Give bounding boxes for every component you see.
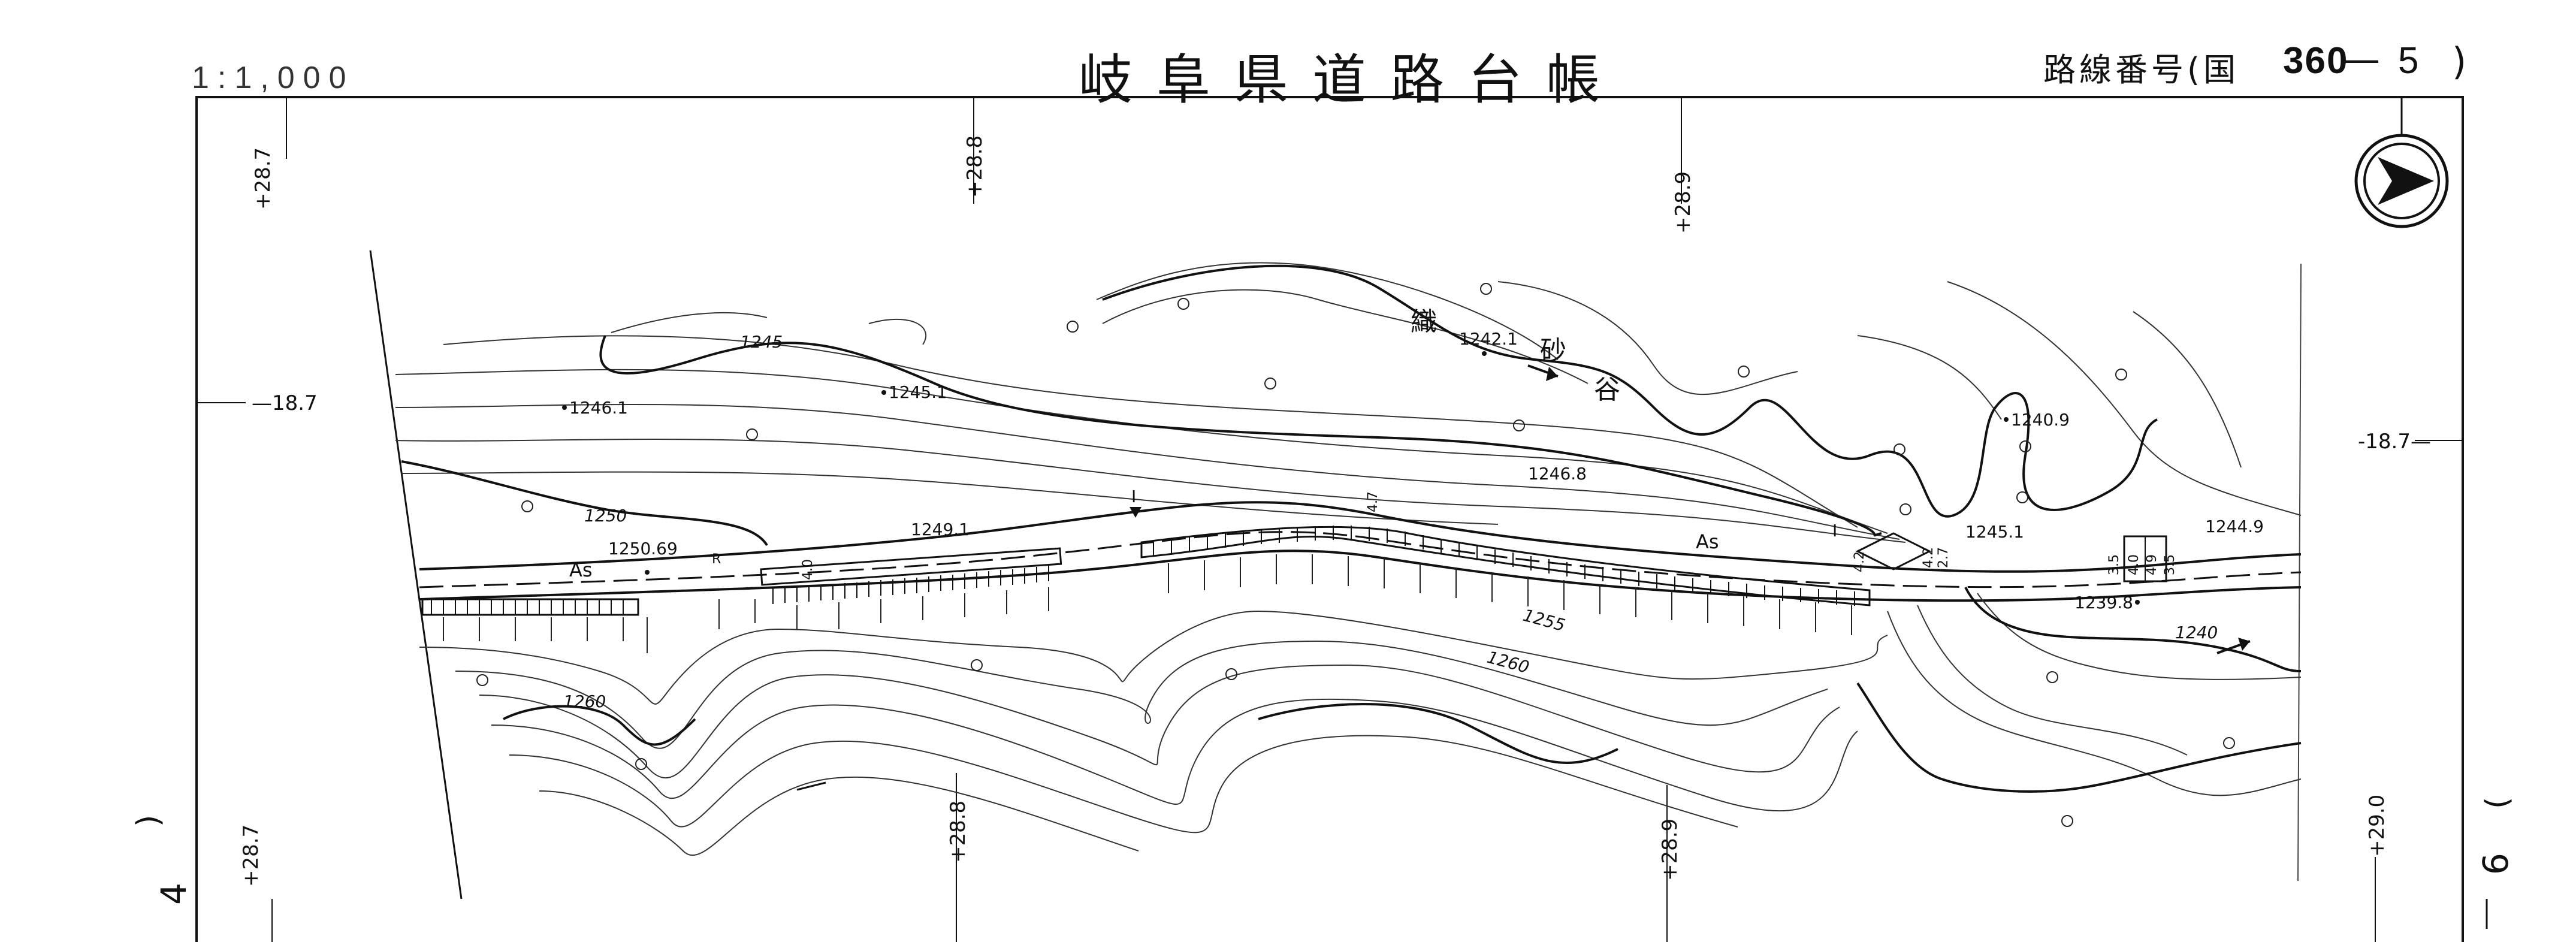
place-name-char-3: 谷 — [1594, 375, 1620, 405]
vegetation-symbols — [476, 283, 2235, 827]
pavement-mark: As — [569, 558, 593, 581]
place-name-char-2: 砂 — [1540, 336, 1566, 366]
place-name-char-1: 織 — [1411, 307, 1437, 337]
road-width: 4.2 — [1921, 547, 1936, 568]
route-sheet-number: 5 — [2398, 40, 2419, 81]
contour-label: 1250 — [584, 506, 627, 526]
map-scale: 1:1,000 — [192, 61, 355, 95]
grid-label-bottom-4: +29.0 — [2365, 795, 2389, 857]
retaining-walls — [421, 526, 1871, 616]
road-width: 3.5 — [2107, 554, 2122, 575]
contour-label: 1240 — [2175, 623, 2218, 642]
contours-upper — [395, 262, 2302, 543]
grid-label-bottom-2: +28.8 — [946, 801, 970, 863]
spot-elevation: 1245.1 — [1965, 522, 2024, 542]
road-width: 4.7 — [1366, 491, 1381, 512]
route-dash: — — [2343, 37, 2380, 81]
spot-elevation: 1242.1 — [1459, 329, 1518, 349]
spot-elevation: 1246.1 — [569, 398, 628, 418]
spot-elevation: 1240.9 — [2011, 410, 2070, 430]
north-arrow-icon — [2354, 97, 2449, 228]
spot-elevation: 1244.9 — [2205, 517, 2264, 536]
grid-label-left: —18.7 — [252, 391, 318, 415]
adjacent-sheet-paren-right: ( — [2480, 797, 2515, 809]
grid-label-bottom-1: +28.7 — [239, 825, 263, 887]
route-number: 360 — [2283, 40, 2349, 81]
grid-label-top-3: +28.9 — [1671, 171, 1695, 234]
wall-hatch-marks — [431, 526, 1855, 615]
map-left-boundary — [369, 250, 463, 899]
road-mark: I — [1131, 487, 1136, 506]
contour-label: 1260 — [563, 692, 606, 711]
route-number-label: 路線番号(国 — [2043, 51, 2240, 89]
spot-elevation: 1245.1 — [889, 382, 947, 402]
contour-label: 1245 — [740, 332, 783, 352]
stream-arrow-icon — [1527, 364, 2251, 654]
contours-lower-index — [503, 587, 2302, 793]
map-frame — [195, 96, 2464, 942]
bridge-symbol — [2123, 535, 2167, 582]
spot-elevation: 1246.8 — [1528, 464, 1587, 484]
grid-label-bottom-3: +28.9 — [1658, 819, 1682, 881]
contours-index — [401, 264, 2158, 547]
contours-lower — [419, 593, 2302, 856]
contour-label: 1255 — [1521, 605, 1567, 635]
slope-ticks — [443, 554, 1852, 653]
adjacent-sheet-left: 4 — [153, 883, 194, 905]
spot-elevation: 1250.69 — [608, 539, 678, 558]
contour-label: 1260 — [1485, 647, 1531, 677]
road-width: 4.0 — [801, 559, 816, 580]
spot-elevation: 1239.8 — [2074, 593, 2133, 612]
grid-label-top-1: +28.7 — [251, 147, 275, 210]
road-mark: R — [712, 552, 721, 567]
road-width: 4.2 — [1852, 551, 1867, 572]
road-alignment — [419, 501, 2302, 602]
spot-elevation: 1249.1 — [911, 520, 970, 539]
road-width: 4.0 — [2127, 554, 2142, 575]
grid-label-right: -18.7— — [2358, 430, 2431, 454]
road-width: 4.9 — [2145, 554, 2160, 575]
page-title: 岐阜県道路台帳 — [1079, 49, 1624, 111]
spot-height-dots — [562, 351, 2140, 605]
adjacent-sheet-right: 6 — [2475, 853, 2516, 875]
benchmark-icon — [1130, 507, 1141, 518]
grid-label-top-2: +28.8 — [963, 135, 987, 198]
adjacent-sheet-paren-left: ) — [131, 815, 167, 827]
culvert-symbol — [1855, 532, 1932, 570]
route-close-paren: ) — [2452, 40, 2467, 83]
road-width: 3.5 — [2163, 554, 2178, 575]
road-mark: I — [1832, 521, 1837, 541]
pavement-mark: As — [1696, 530, 1719, 553]
road-width: 2.7 — [1936, 547, 1951, 568]
